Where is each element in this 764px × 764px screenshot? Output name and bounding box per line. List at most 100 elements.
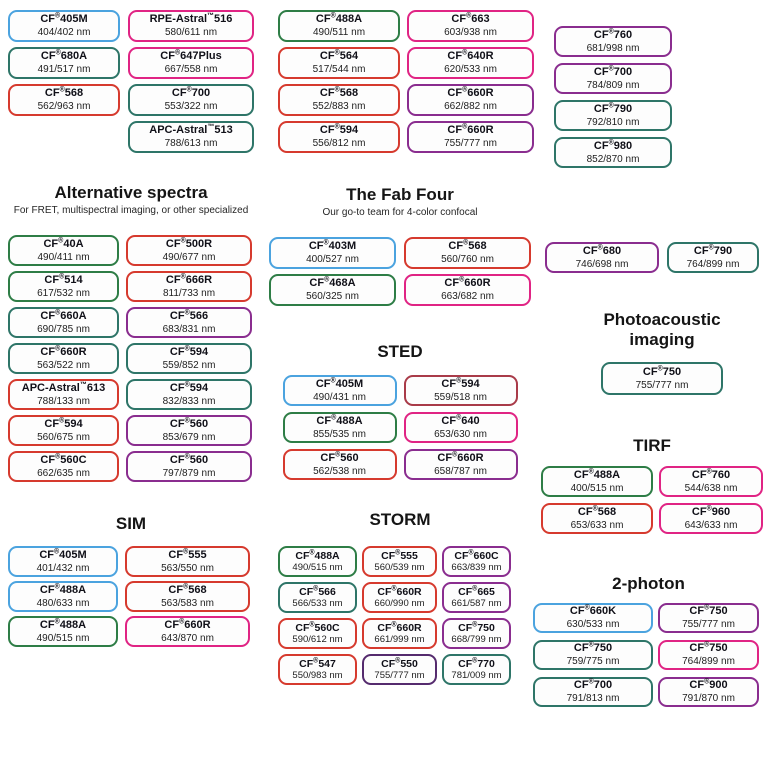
dye-name: CF®770 xyxy=(458,657,495,670)
section-alternative-spectra: Alternative spectra For FRET, multispect… xyxy=(0,183,262,483)
dye-excitation-emission: 797/879 nm xyxy=(162,467,216,479)
dye-name: CF®468A xyxy=(309,276,356,290)
dye-name: CF®790 xyxy=(693,244,733,257)
dye-name: CF®405M xyxy=(315,377,364,390)
dye-name: CF®960 xyxy=(691,505,731,518)
dye-excitation-emission: 563/583 nm xyxy=(161,597,214,609)
dye-name: CF®488A xyxy=(315,12,363,26)
dye-name: CF®555 xyxy=(168,548,207,561)
section-title: STED xyxy=(377,342,423,361)
dye-excitation-emission: 653/633 nm xyxy=(570,519,624,531)
dye-excitation-emission: 681/998 nm xyxy=(586,42,640,54)
section-title: TIRF xyxy=(633,436,671,455)
dye-name: CF®660C xyxy=(454,549,499,562)
section-title: 2-photon xyxy=(612,574,685,593)
dye-name: CF®566 xyxy=(299,585,336,598)
dye-name: CF®750 xyxy=(573,641,613,655)
section-title: Alternative spectra xyxy=(54,183,208,202)
